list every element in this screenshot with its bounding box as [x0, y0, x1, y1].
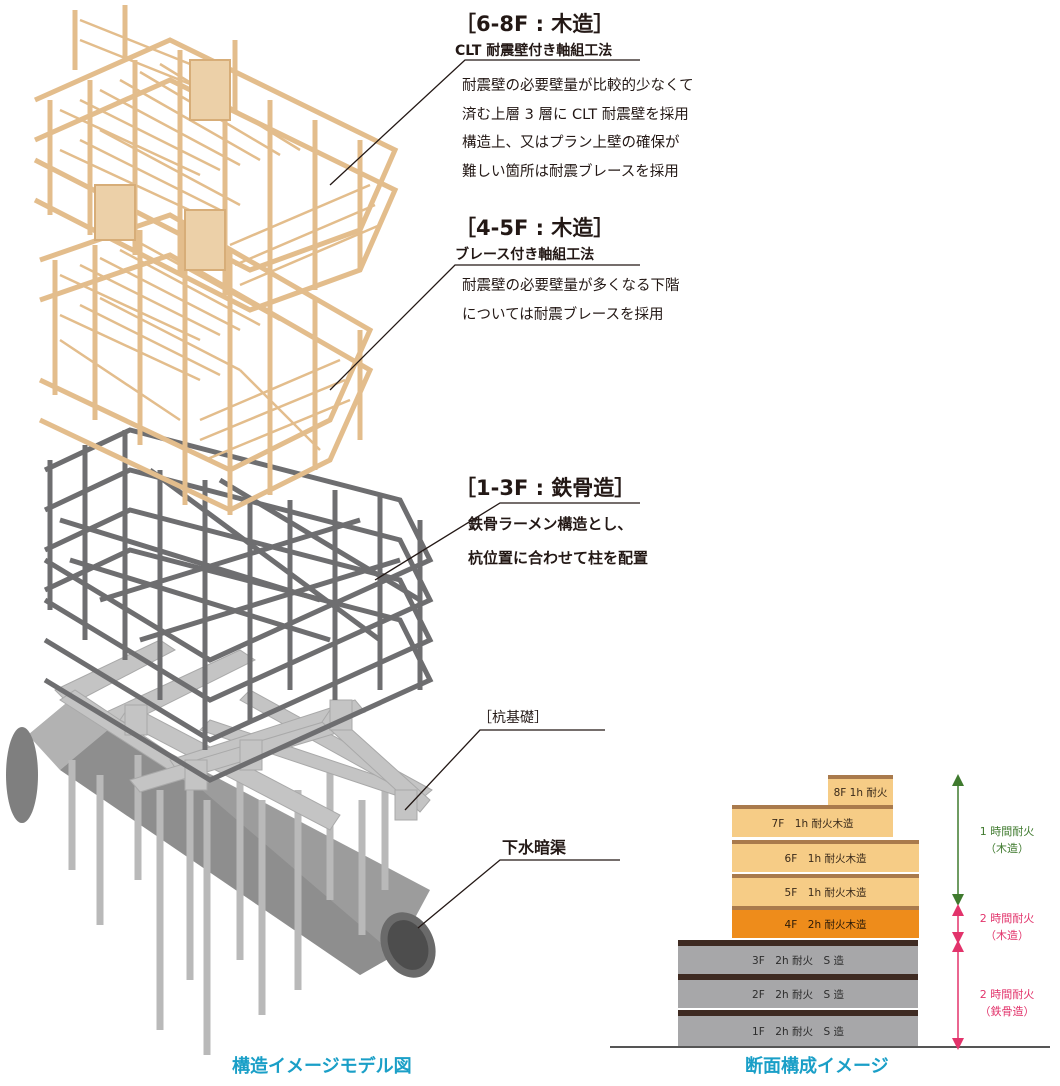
leader-lines [329, 59, 640, 929]
floor-4f: 4F 2h 耐火木造 [732, 910, 919, 938]
description-line: 構造上、又はプラン上壁の確保が [462, 135, 680, 151]
description-line: 難しい箇所は耐震ブレースを採用 [462, 163, 679, 180]
middle-floors-description: 耐震壁の必要壁量が多くなる下階 については耐震ブレースを採用 [462, 272, 680, 329]
upper-floors-description: 耐震壁の必要壁量が比較的少なくて 済む上層 3 層に CLT 耐震壁を採用 構造… [462, 72, 694, 186]
label-middle-floors: ［4-5F : 木造］ ブレース付き軸組工法 [455, 212, 614, 264]
foundation-beams [54, 639, 433, 831]
middle-floors-method: ブレース付き軸組工法 [455, 247, 595, 263]
floor-2f: 2F 2h 耐火 S 造 [678, 980, 918, 1008]
fire-rating-line: （木造） [985, 842, 1029, 855]
floor-5f: 5F 1h 耐火木造 [732, 878, 919, 906]
description-line: については耐震ブレースを採用 [462, 306, 664, 323]
piles [68, 755, 389, 1055]
lower-floors-heading: ［1-3F : 鉄骨造］ [455, 476, 636, 500]
fire-rating-line: 1 時間耐火 [979, 825, 1035, 838]
description-line: 耐震壁の必要壁量が比較的少なくて [462, 78, 694, 94]
description-line: 済む上層 3 層に CLT 耐震壁を採用 [462, 106, 689, 123]
wood-frame-4-5f [38, 212, 374, 515]
description-line: 鉄骨ラーメン構造とし、 [468, 515, 633, 533]
wood-frame-6-8f [33, 5, 399, 313]
upper-floors-method: CLT 耐震壁付き軸組工法 [455, 43, 613, 59]
fire-rating-line: （木造） [985, 929, 1029, 942]
lower-floors-description: 鉄骨ラーメン構造とし、 杭位置に合わせて柱を配置 [468, 507, 648, 575]
fire-rating-line: （鉄骨造） [979, 1005, 1035, 1018]
fire-rating-2h-wood: 2 時間耐火 （木造） [962, 910, 1052, 944]
structure-model-caption: 構造イメージモデル図 [232, 1056, 412, 1077]
middle-floors-heading: ［4-5F : 木造］ [455, 216, 615, 240]
structure-model-illustration [6, 5, 640, 1055]
floor-1f: 1F 2h 耐火 S 造 [678, 1016, 918, 1046]
floor-6f: 6F 1h 耐火木造 [732, 844, 919, 872]
section-caption: 断面構成イメージ [745, 1056, 889, 1077]
floor-3f: 3F 2h 耐火 S 造 [678, 946, 918, 974]
steel-frame [43, 427, 434, 783]
label-upper-floors: ［6-8F : 木造］ CLT 耐震壁付き軸組工法 [455, 8, 614, 60]
floor-8f: 8F 1h 耐火 [828, 779, 893, 805]
fire-rating-line: 2 時間耐火 [979, 988, 1035, 1001]
description-line: 耐震壁の必要壁量が多くなる下階 [462, 278, 680, 294]
upper-floors-heading: ［6-8F : 木造］ [455, 12, 615, 36]
ground-line [610, 1046, 1050, 1048]
description-line: 杭位置に合わせて柱を配置 [468, 549, 649, 567]
foundation-label: ［杭基礎］ [478, 710, 548, 726]
fire-rating-1h-wood: 1 時間耐火 （木造） [962, 823, 1052, 857]
floor-7f: 7F 1h 耐火木造 [732, 809, 893, 837]
culvert-label: 下水暗渠 [502, 838, 567, 857]
fire-rating-2h-steel: 2 時間耐火 （鉄骨造） [962, 986, 1052, 1020]
fire-rating-line: 2 時間耐火 [979, 912, 1035, 925]
